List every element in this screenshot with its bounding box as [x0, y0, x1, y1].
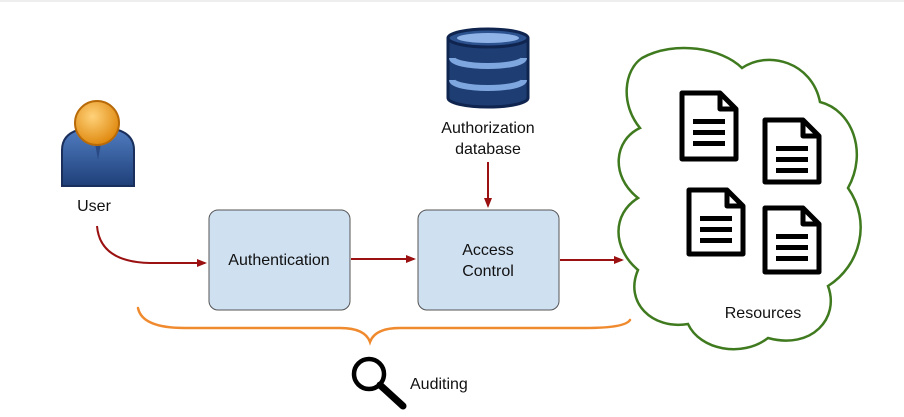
database-icon	[446, 27, 530, 109]
authentication-box	[208, 209, 351, 311]
magnifier-icon	[351, 356, 407, 410]
arrow-user-to-authentication	[96, 225, 207, 267]
access-control-box	[417, 209, 560, 311]
auditing-brace	[136, 306, 632, 346]
authz-db-label-line1: Authorization	[441, 120, 534, 137]
user-label: User	[77, 198, 111, 215]
authentication-label: Authentication	[228, 252, 329, 269]
auditing-label: Auditing	[410, 376, 468, 393]
authz-db-label-line2: database	[455, 141, 521, 158]
top-border	[0, 0, 904, 2]
document-icon	[686, 187, 746, 257]
document-icon	[679, 90, 739, 162]
access-control-label-line2: Control	[462, 263, 514, 280]
document-icon	[762, 205, 822, 275]
document-icon	[762, 117, 822, 185]
access-control-label-line1: Access	[462, 242, 514, 259]
resources-label: Resources	[725, 305, 801, 322]
user-icon	[61, 100, 135, 187]
